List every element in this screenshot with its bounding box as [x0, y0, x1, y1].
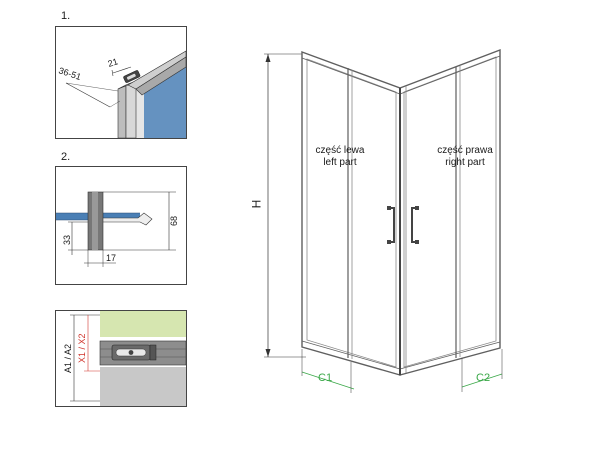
detail-3-wall-green — [100, 311, 186, 337]
right-part-label: część prawa right part — [425, 145, 505, 169]
detail-3-drawing: A1 / A2 X1 / X2 — [63, 311, 186, 406]
detail-1-panel: 21 36-51 — [55, 26, 187, 139]
left-panel — [301, 50, 401, 376]
step-2-number: 2. — [61, 151, 71, 163]
dim-21: 21 — [107, 56, 120, 69]
dim-17: 17 — [106, 253, 116, 263]
c1-label: C1 — [318, 372, 333, 384]
detail-2-drawing: 68 33 17 — [56, 191, 179, 267]
detail-1-glass — [144, 61, 186, 138]
dim-68: 68 — [169, 216, 179, 226]
c2-label: C2 — [476, 372, 491, 384]
dim-x1-x2: X1 / X2 — [77, 333, 87, 363]
height-label: H — [249, 199, 264, 209]
left-part-en: left part — [323, 157, 357, 168]
right-part-en: right part — [445, 157, 485, 168]
dim-a1-a2: A1 / A2 — [63, 344, 73, 373]
dim-33: 33 — [62, 235, 72, 245]
handle-left — [387, 206, 395, 244]
detail-2-handle — [99, 212, 153, 226]
shower-cabin-drawing — [264, 48, 503, 393]
left-part-label: część lewa left part — [300, 145, 380, 169]
right-panel — [399, 48, 501, 376]
step-1-number: 1. — [61, 10, 71, 22]
detail-3-wall-gray — [100, 367, 186, 406]
left-part-pl: część lewa — [315, 145, 365, 156]
dim-36-51: 36-51 — [57, 65, 82, 82]
detail-2-panel: 68 33 17 — [55, 166, 187, 285]
detail-3-panel: A1 / A2 X1 / X2 — [55, 310, 187, 407]
detail-1-profile — [117, 84, 127, 138]
right-part-pl: część prawa — [437, 145, 493, 156]
handle-right — [411, 206, 419, 244]
detail-1-drawing: 21 36-51 — [57, 50, 186, 138]
